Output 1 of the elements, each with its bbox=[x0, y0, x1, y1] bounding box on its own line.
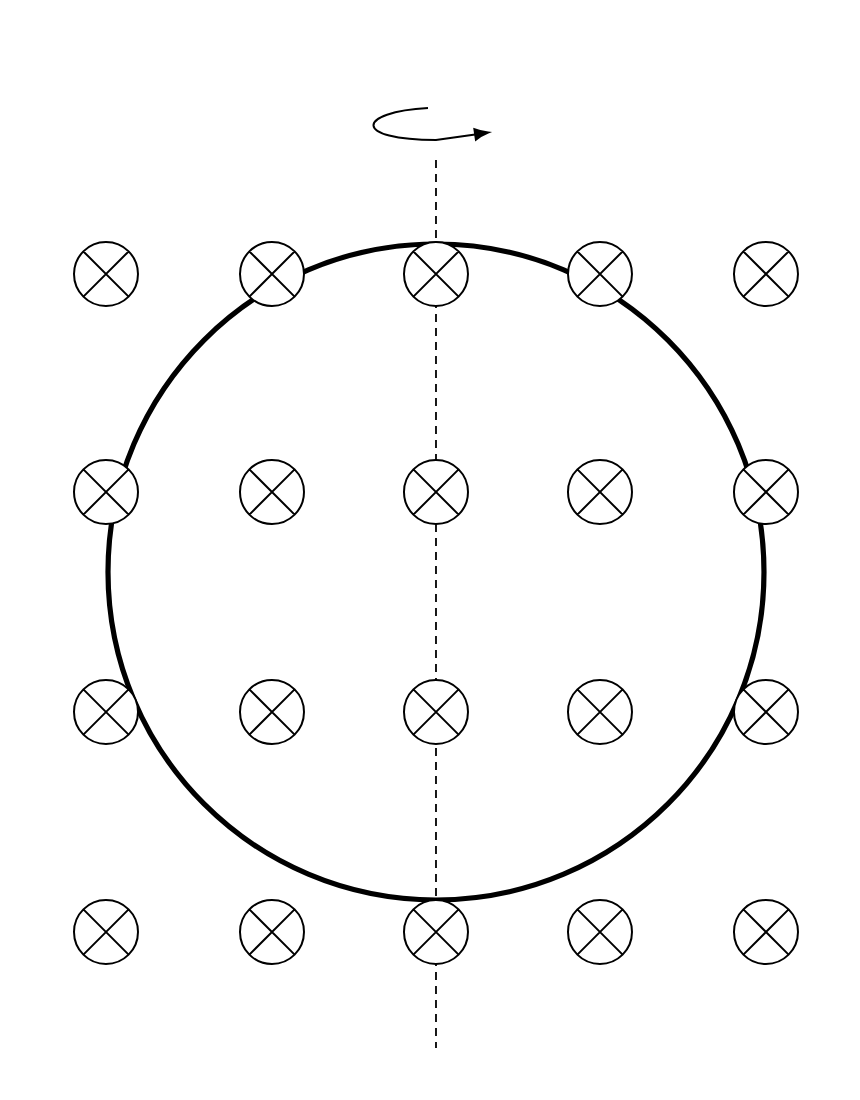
wire-loop bbox=[105, 241, 767, 903]
